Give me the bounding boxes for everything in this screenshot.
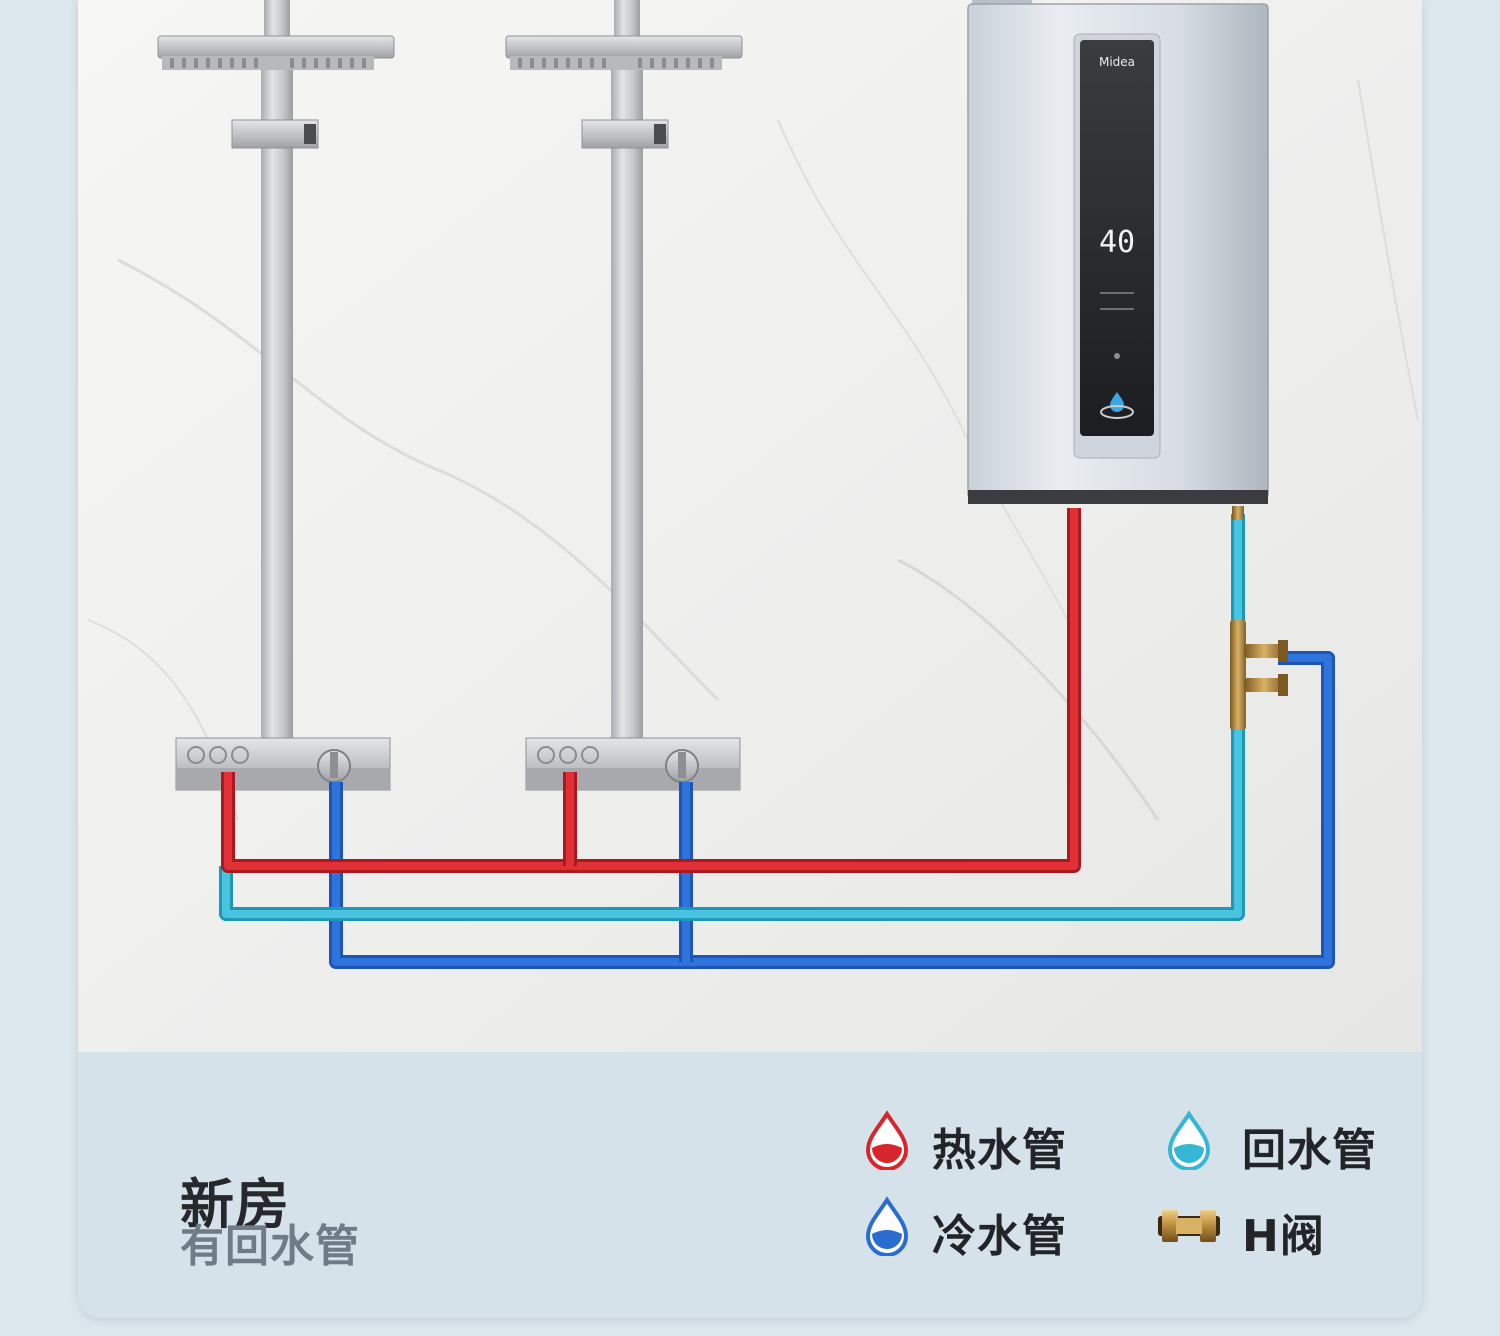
diagram-card: Midea 40: [78, 0, 1422, 1318]
legend-h-valve-label: H阀: [1242, 1200, 1325, 1264]
legend-panel: 新房 有回水管 热水管 回水管 冷水管: [78, 1052, 1422, 1318]
heater-temperature-display: 40: [1099, 225, 1135, 260]
plumbing-illustration: Midea 40: [78, 0, 1422, 1052]
cyan-drop-icon: [1166, 1110, 1212, 1170]
legend-return-water-label: 回水管: [1242, 1114, 1377, 1178]
installation-scene: Midea 40: [78, 0, 1422, 1052]
h-valve-icon: [1156, 1196, 1222, 1256]
legend-cold-water-label: 冷水管: [932, 1200, 1067, 1264]
heater-brand: Midea: [1099, 55, 1135, 69]
legend-hot-water-label: 热水管: [932, 1114, 1067, 1178]
blue-drop-icon: [864, 1196, 910, 1256]
red-drop-icon: [864, 1110, 910, 1170]
caption-subtitle: 有回水管: [180, 1210, 360, 1274]
water-heater: Midea 40: [968, 0, 1268, 504]
